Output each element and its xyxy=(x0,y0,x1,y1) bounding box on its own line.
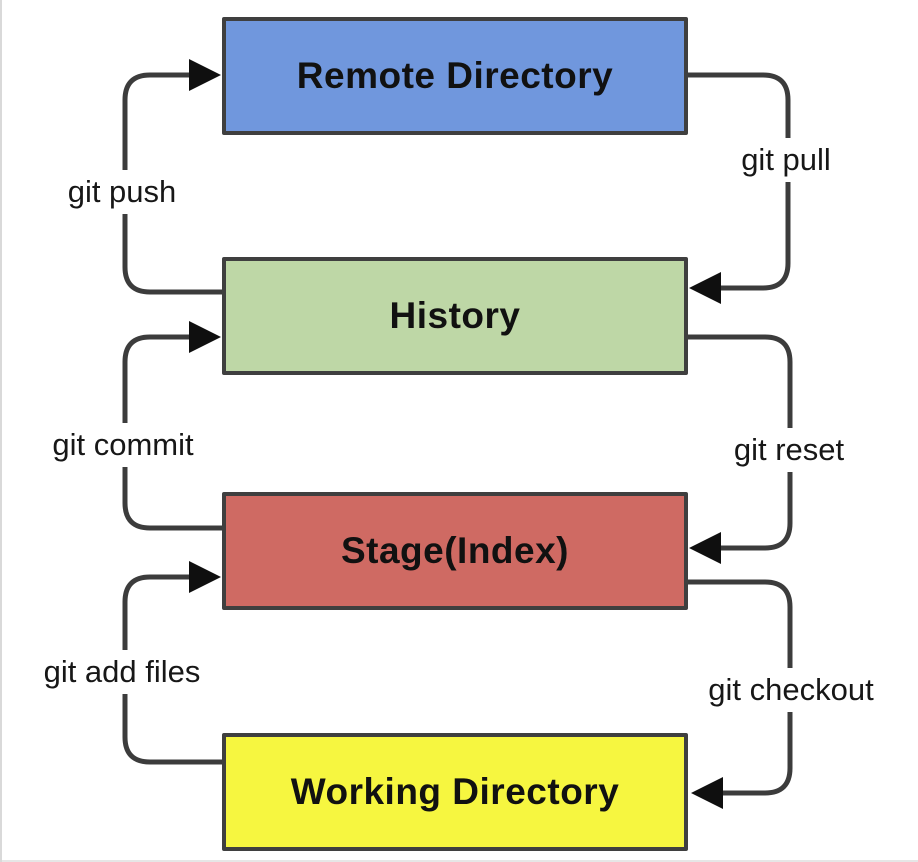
git-add-files-arrowhead-icon xyxy=(189,561,221,593)
node-history-label: History xyxy=(389,295,521,336)
node-history: History xyxy=(222,257,688,375)
edge-label-git-push: git push xyxy=(36,170,208,214)
node-working-directory: Working Directory xyxy=(222,733,688,851)
node-remote-directory: Remote Directory xyxy=(222,17,688,135)
git-push-arrowhead-icon xyxy=(189,59,221,91)
git-checkout-arrowhead-icon xyxy=(691,777,723,809)
edge-label-git-commit: git commit xyxy=(14,423,232,467)
node-stage-index-label: Stage(Index) xyxy=(340,530,570,571)
edge-label-git-reset: git reset xyxy=(700,428,878,472)
git-commit-arrowhead-icon xyxy=(189,321,221,353)
node-remote-directory-label: Remote Directory xyxy=(296,55,614,96)
git-pull-arrowhead-icon xyxy=(689,272,721,304)
edge-label-git-checkout: git checkout xyxy=(668,668,914,712)
node-stage-index: Stage(Index) xyxy=(222,492,688,610)
git-reset-arrowhead-icon xyxy=(689,532,721,564)
edge-label-git-pull: git pull xyxy=(706,138,866,182)
node-working-directory-label: Working Directory xyxy=(290,771,620,812)
edge-label-git-add-files: git add files xyxy=(8,650,236,694)
